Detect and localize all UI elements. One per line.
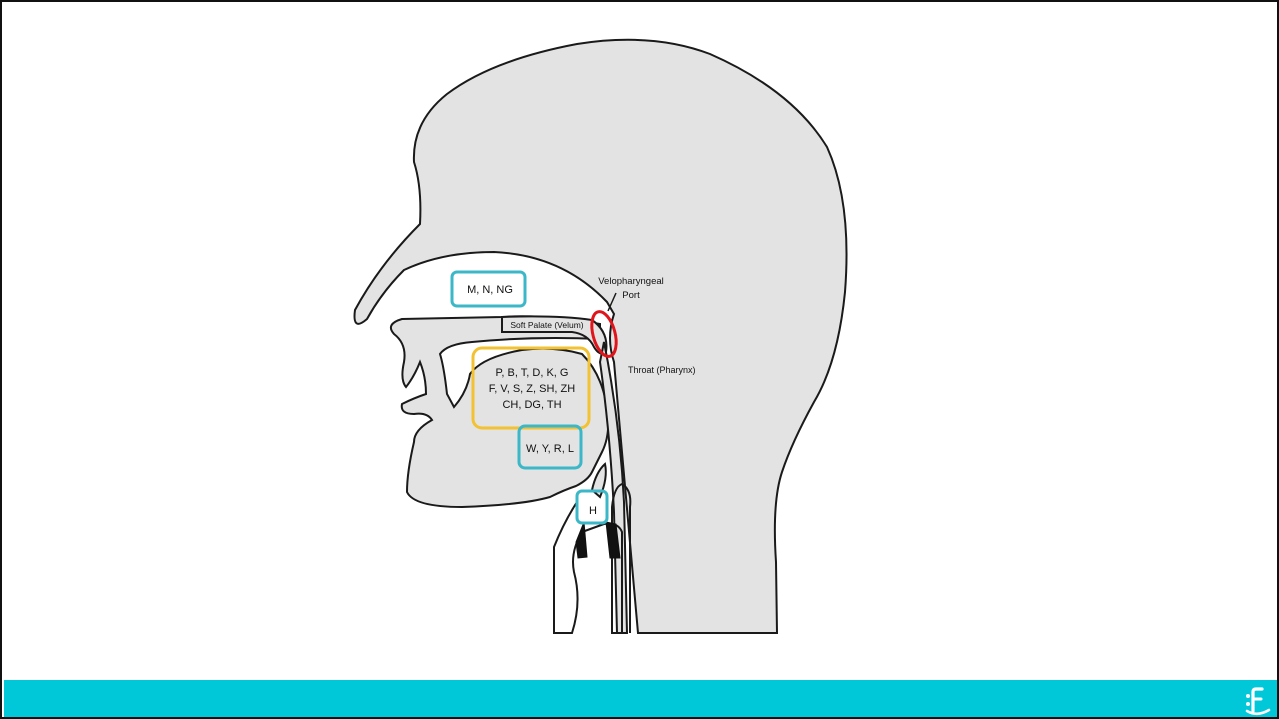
oral-sounds-label-line3: CH, DG, TH: [502, 399, 561, 411]
oral-sounds-label-line1: P, B, T, D, K, G: [496, 367, 569, 379]
velopharyngeal-label-line2: Port: [622, 290, 640, 301]
velopharyngeal-label-line1: Velopharyngeal: [598, 276, 664, 287]
vocal-folds-shape: [576, 522, 620, 558]
oral-cavity-outline: [391, 316, 608, 507]
glottal-sound-label: H: [589, 505, 597, 517]
smile-f-logo-icon: [1242, 684, 1276, 718]
nasal-sounds-label: M, N, NG: [467, 284, 513, 296]
footer-bar: [4, 680, 1279, 719]
glide-sounds-label: W, Y, R, L: [526, 443, 574, 455]
throat-label: Throat (Pharynx): [628, 365, 696, 375]
soft-palate-label: Soft Palate (Velum): [510, 320, 583, 330]
oral-sounds-label-line2: F, V, S, Z, SH, ZH: [489, 383, 575, 395]
